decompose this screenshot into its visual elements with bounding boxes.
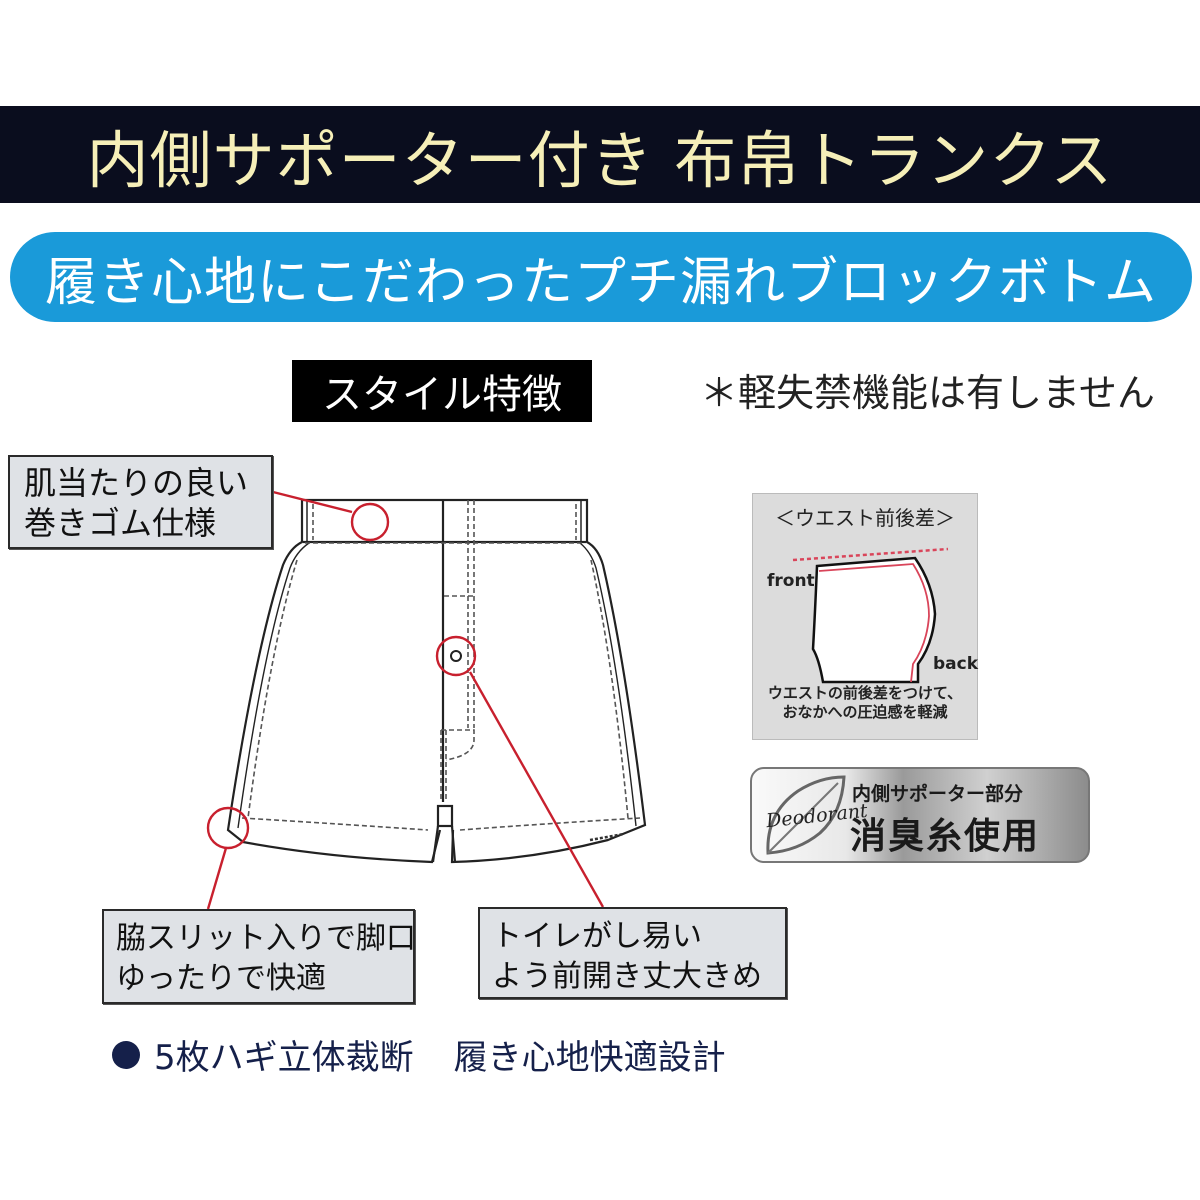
waist-caption-line1: ウエストの前後差をつけて、 (767, 684, 963, 702)
style-features-label: スタイル特徴 (292, 360, 592, 422)
waist-caption-line2: おなかへの圧迫感を軽減 (782, 703, 948, 721)
bullet-dot-icon (112, 1040, 140, 1069)
feature-item-2: 履き心地快適設計 (453, 1038, 726, 1078)
callout-waistband-line1: 肌当たりの良い (24, 464, 249, 502)
callout-front-fly: トイレがし易い よう前開き丈大きめ (478, 907, 787, 999)
waist-diagram-caption: ウエストの前後差をつけて、 おなかへの圧迫感を軽減 (753, 684, 977, 722)
subtitle: 履き心地にこだわったプチ漏れブロックボトム (45, 252, 1157, 313)
deodorant-badge-line2: 消臭糸使用 (850, 815, 1041, 857)
callout-waistband: 肌当たりの良い 巻きゴム仕様 (8, 455, 273, 549)
subtitle-pill: 履き心地にこだわったプチ漏れブロックボトム (10, 232, 1192, 322)
front-label: front (767, 571, 815, 591)
feature-item-1: 5枚ハギ立体裁断 (154, 1038, 414, 1078)
callout-waistband-line2: 巻きゴム仕様 (24, 504, 217, 542)
waist-shape-icon (792, 547, 949, 684)
callout-side-slit-line1: 脇スリット入りで脚口 (116, 921, 416, 956)
callout-side-slit-line2: ゆったりで快適 (116, 961, 326, 996)
leaf-icon (766, 775, 846, 855)
back-label: back (933, 654, 979, 674)
callout-side-slit: 脇スリット入りで脚口 ゆったりで快適 (102, 909, 416, 1004)
deodorant-badge-line1: 内側サポーター部分 (852, 783, 1024, 805)
callout-front-fly-line1: トイレがし易い (492, 919, 702, 954)
callout-front-fly-line2: よう前開き丈大きめ (492, 959, 762, 994)
feature-bullet-line: 5枚ハギ立体裁断 履き心地快適設計 (112, 1030, 726, 1079)
deodorant-badge: Deodorant 内側サポーター部分 消臭糸使用 (750, 767, 1090, 863)
waist-diagram-title: ＜ウエスト前後差＞ (775, 506, 955, 530)
page-title: 内側サポーター付き 布帛トランクス (86, 123, 1114, 197)
disclaimer-note: ＊軽失禁機能は有しません (700, 371, 1155, 415)
title-band: 内側サポーター付き 布帛トランクス (0, 106, 1200, 203)
waist-difference-diagram: ＜ウエスト前後差＞ front back ウエストの前後差をつけて、 おなかへの… (752, 493, 978, 740)
style-features-text: スタイル特徴 (322, 372, 562, 418)
